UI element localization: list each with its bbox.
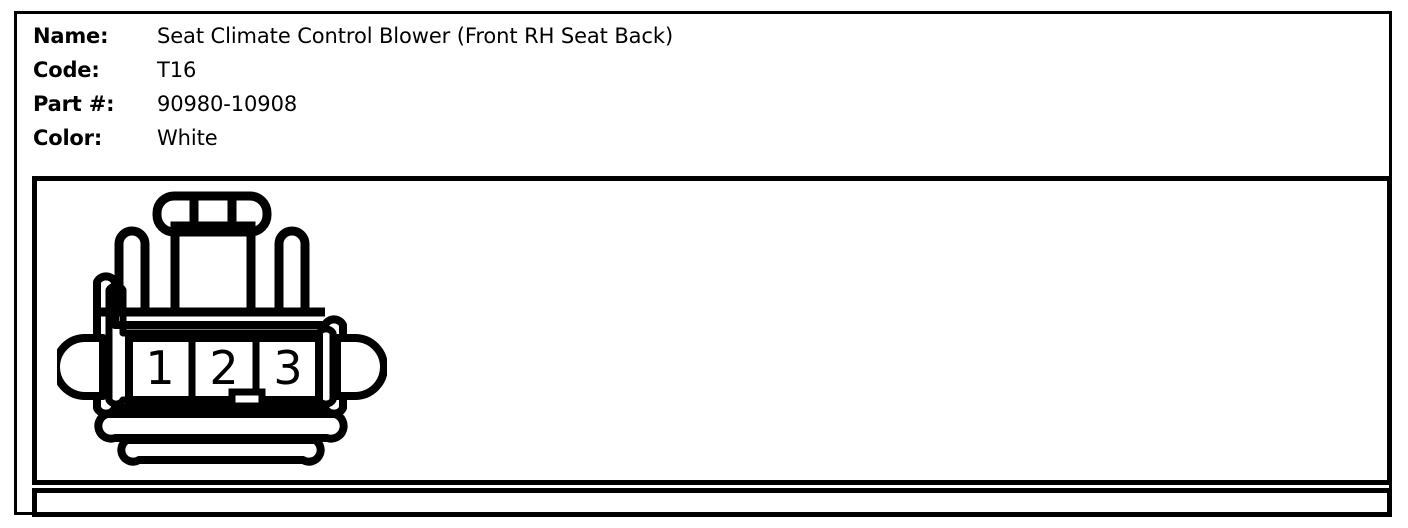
latch-base-bar (170, 221, 256, 232)
pin-label-3: 3 (273, 341, 302, 395)
spec-label-part-number: Part #: (33, 92, 115, 116)
connector-inner-shell (105, 282, 337, 408)
spec-label-code: Code: (33, 58, 100, 82)
left-side-wing-icon (52, 334, 107, 400)
pin-label-2: 2 (209, 341, 238, 395)
spec-label-color: Color: (33, 126, 103, 150)
specification-block: Name: Seat Climate Control Blower (Front … (33, 19, 1133, 155)
spec-row-name: Name: Seat Climate Control Blower (Front … (33, 19, 1133, 53)
polarizing-notch-icon (228, 388, 266, 410)
spec-label-name: Name: (33, 24, 109, 48)
connector-skirt-lower-lip (117, 436, 325, 466)
spec-value-color: White (157, 126, 218, 150)
right-guide-post-icon (274, 226, 310, 312)
spec-value-code: T16 (157, 58, 197, 82)
connector-face-svg: 1 2 3 (52, 191, 388, 466)
connector-skirt-upper (94, 410, 348, 443)
footer-strip (32, 488, 1392, 517)
spec-value-part-number: 90980-10908 (157, 92, 298, 116)
locking-tab-icon (152, 191, 272, 237)
spec-value-name: Seat Climate Control Blower (Front RH Se… (157, 24, 674, 48)
pin-label-1: 1 (145, 341, 174, 395)
left-guide-post-icon (114, 226, 150, 312)
spec-row-color: Color: White (33, 121, 1133, 155)
connector-diagram-panel: 1 2 3 (32, 176, 1392, 485)
spec-row-code: Code: T16 (33, 53, 1133, 87)
right-side-wing-icon (333, 334, 388, 400)
connector-illustration: 1 2 3 (52, 186, 388, 480)
center-spine (170, 230, 256, 317)
cavity-frame (125, 334, 323, 404)
spec-row-part-number: Part #: 90980-10908 (33, 87, 1133, 121)
pin-cavity-housing: 1 2 3 (125, 334, 323, 410)
